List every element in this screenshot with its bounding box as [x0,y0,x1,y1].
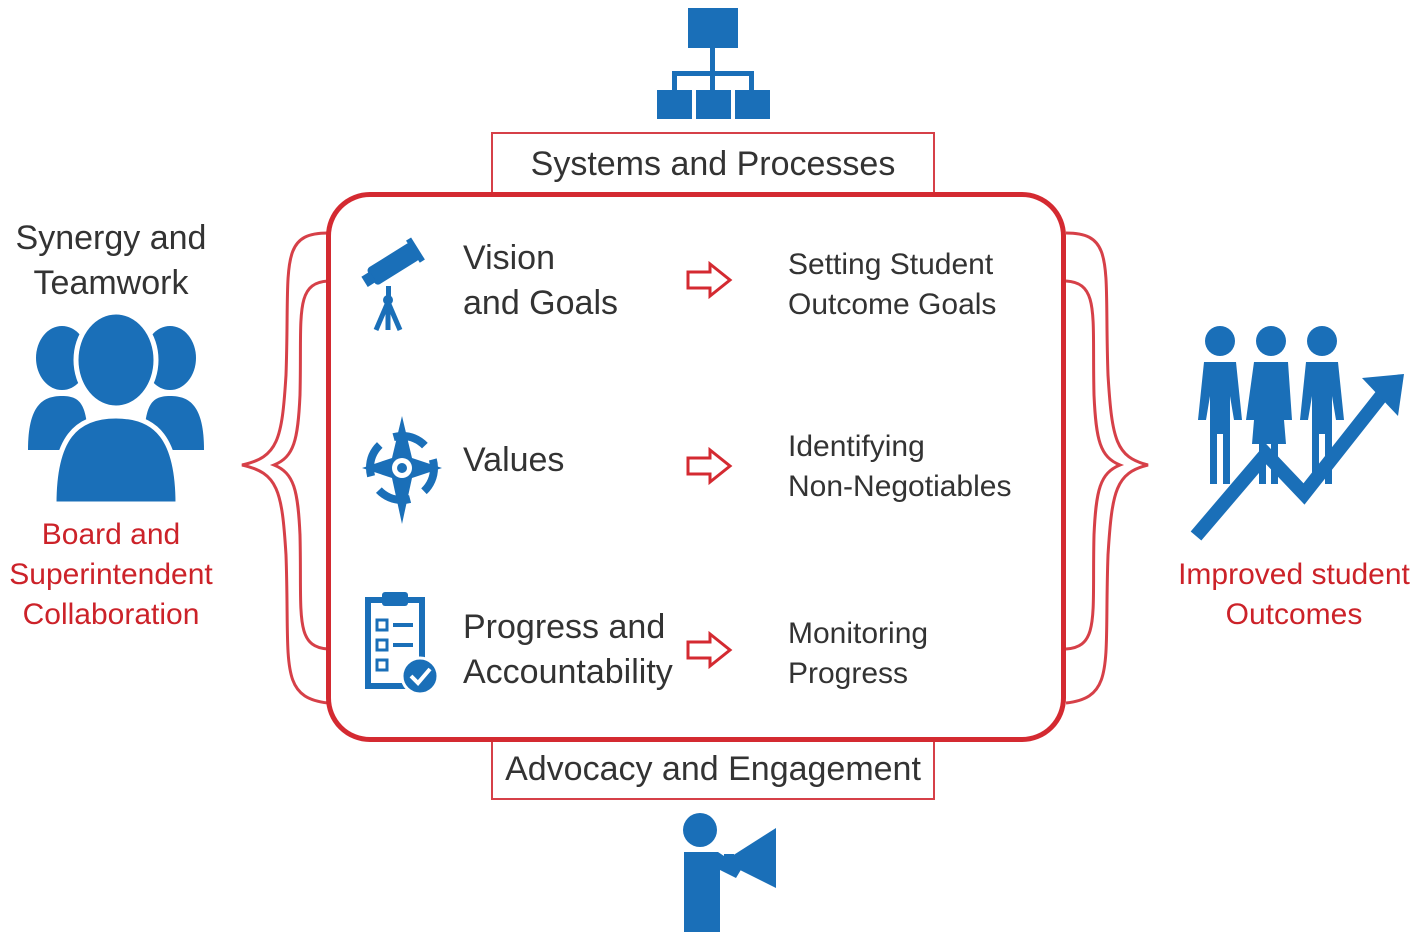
group-people-icon [28,309,204,507]
outcomes-caption-line: Outcomes [1225,598,1363,631]
synergy-heading: Synergy and Teamwork [0,216,222,306]
left-brace [241,231,329,705]
row-desc-line: Setting Student [788,248,994,281]
megaphone-person-icon [683,813,776,932]
row-title-line: Progress and [463,608,666,646]
row-title-line: Values [463,441,565,479]
row-title-progress: Progress and Accountability [463,605,673,695]
compass-icon [362,416,442,524]
row-title-line: Accountability [463,653,673,691]
synergy-heading-line: Synergy and [15,219,207,257]
row-desc-line: Identifying [788,430,925,463]
row-desc-line: Monitoring [788,617,929,650]
row-desc-line: Non-Negotiables [788,470,1012,503]
row-desc-line: Outcome Goals [788,288,997,321]
telescope-icon [361,237,425,331]
row-desc-progress: Monitoring Progress [788,614,928,694]
row-title-vision: Vision and Goals [463,236,618,326]
row-title-values: Values [463,438,564,483]
board-caption-line: Superintendent [9,558,213,591]
row-desc-line: Progress [788,657,909,690]
org-chart-icon [657,8,770,119]
row-desc-vision: Setting Student Outcome Goals [788,245,996,325]
arrow-right-icon [686,260,733,300]
advocacy-engagement-text: Advocacy and Engagement [505,749,921,788]
systems-processes-label: Systems and Processes [491,132,935,194]
arrow-right-icon [686,630,733,670]
systems-processes-text: Systems and Processes [530,144,896,183]
row-title-line: Vision [463,239,555,277]
row-desc-values: Identifying Non-Negotiables [788,427,1011,507]
advocacy-engagement-label: Advocacy and Engagement [491,740,935,800]
synergy-heading-line: Teamwork [33,264,189,302]
board-caption: Board and Superintendent Collaboration [0,515,222,635]
arrow-right-icon [686,446,733,486]
board-caption-line: Board and [41,518,181,551]
checklist-icon [365,592,440,696]
right-brace [1065,231,1149,705]
row-title-line: and Goals [463,284,618,322]
people-growth-arrow-icon [1190,326,1404,541]
improved-outcomes-caption: Improved student Outcomes [1174,555,1414,635]
board-caption-line: Collaboration [22,598,200,631]
outcomes-caption-line: Improved student [1178,558,1410,591]
